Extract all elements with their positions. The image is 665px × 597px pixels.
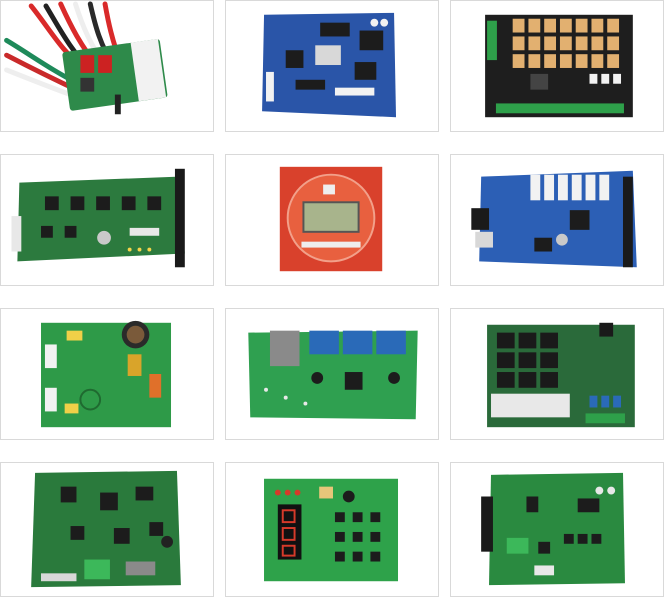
- gallery-item-pcb-with-wire-harness[interactable]: [0, 0, 214, 132]
- gallery-item-green-pcb-with-bracket[interactable]: [0, 154, 214, 286]
- green-pcb-7-segment-image: [226, 463, 438, 596]
- gallery-item-blue-pcb-with-ethernet[interactable]: [225, 0, 439, 132]
- green-pcb-bracket-image: [1, 155, 213, 285]
- gallery-item-red-pcb-with-lcd[interactable]: [225, 154, 439, 286]
- gallery-item-green-power-pcb-with-capacitor[interactable]: [0, 308, 214, 440]
- gallery-item-blue-pcb-with-pin-headers[interactable]: [450, 154, 664, 286]
- pcb-heatsinks-image: [451, 309, 663, 439]
- gallery-item-green-dense-pcb[interactable]: [0, 462, 214, 597]
- green-power-pcb-capacitor-image: [1, 309, 213, 439]
- blue-pcb-pin-headers-image: [451, 155, 663, 285]
- pcb-wire-harness-image: [1, 1, 213, 131]
- black-pcb-relays-image: [451, 1, 663, 131]
- green-pcb-terminals-image: [451, 463, 663, 596]
- green-dense-pcb-image: [1, 463, 213, 596]
- gallery-item-pcb-with-heatsinks[interactable]: [450, 308, 664, 440]
- blue-pcb-ethernet-image: [226, 1, 438, 131]
- green-pcb-relays-image: [226, 309, 438, 439]
- gallery-item-green-pcb-with-relays[interactable]: [225, 308, 439, 440]
- gallery-item-green-pcb-with-terminals[interactable]: [450, 462, 664, 597]
- gallery-item-green-pcb-with-7-segment-display[interactable]: [225, 462, 439, 597]
- red-pcb-lcd-image: [226, 155, 438, 285]
- gallery-item-black-pcb-with-relays[interactable]: [450, 0, 664, 132]
